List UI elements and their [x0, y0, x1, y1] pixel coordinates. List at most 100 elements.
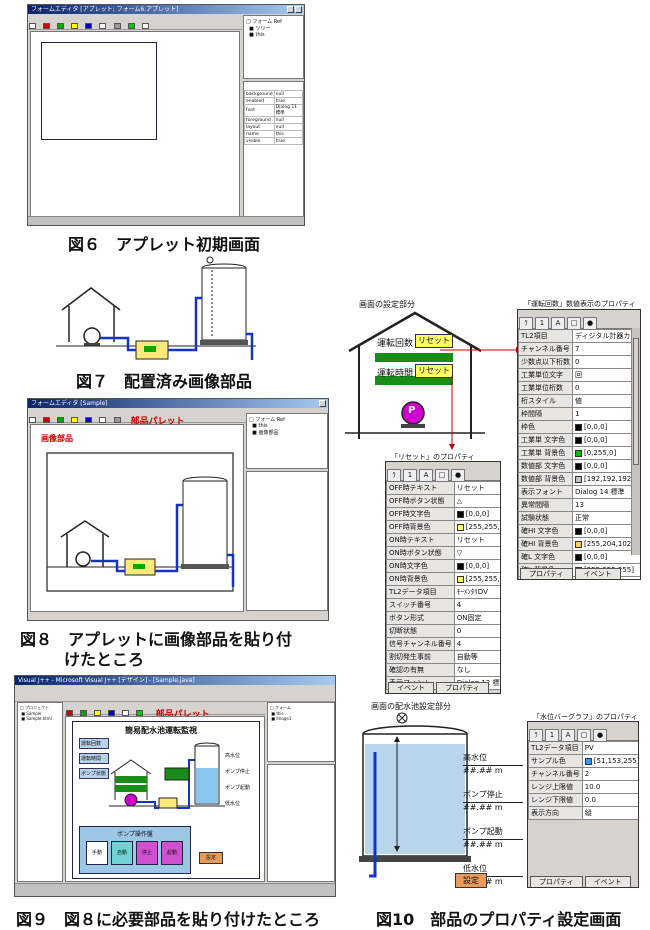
fig9-palette-icon[interactable] — [136, 709, 144, 716]
alpha-icon[interactable]: A — [419, 469, 433, 482]
property-icon[interactable]: □ — [567, 317, 581, 330]
fig6-palette-icon[interactable] — [99, 22, 107, 29]
fig9-palette-icon[interactable] — [94, 709, 102, 716]
fig8-design-canvas[interactable]: 画像部品 — [30, 424, 244, 612]
fig8-close-button[interactable] — [319, 400, 326, 407]
property-value[interactable]: 0.0 — [581, 793, 638, 807]
fig8-palette-icon[interactable] — [99, 416, 107, 423]
fig6-applet-area[interactable] — [41, 42, 157, 140]
fig9-palette-icon[interactable] — [108, 709, 116, 716]
property-value[interactable]: △ — [453, 494, 500, 508]
property-value[interactable]: null — [273, 123, 303, 131]
property-tab[interactable]: イベント — [574, 568, 621, 579]
fig9-pump-button[interactable]: 起動 — [161, 841, 183, 865]
fig8-select-tool-icon[interactable] — [29, 416, 36, 423]
property-tab[interactable]: プロパティ — [520, 568, 573, 579]
property-value[interactable]: リセット — [453, 481, 500, 495]
fig10-setting-button[interactable]: 設定 — [455, 873, 487, 888]
event-icon[interactable]: ● — [593, 729, 607, 742]
property-icon[interactable]: □ — [435, 469, 449, 482]
property-value[interactable]: [192,192,192] — [571, 472, 640, 486]
property-value[interactable]: 1 — [571, 407, 640, 421]
property-value[interactable]: [0,0,0] — [571, 524, 640, 538]
sort-icon[interactable]: ﾗ — [519, 317, 533, 330]
property-tab[interactable]: プロパティ — [436, 682, 489, 693]
fig9-pump-button[interactable]: 停止 — [136, 841, 158, 865]
property-row[interactable]: OFF時テキストリセット — [386, 481, 500, 495]
property-value[interactable]: [255,255,102] — [453, 572, 500, 586]
property-value[interactable]: null — [273, 116, 303, 124]
fig6-palette-icon[interactable] — [141, 22, 149, 29]
property-row[interactable]: 数値部 文字色[0,0,0] — [518, 459, 640, 473]
property-value[interactable]: ▽ — [453, 546, 500, 560]
property-row[interactable]: 工業単位文字回 — [518, 368, 640, 382]
category-icon[interactable]: 1 — [545, 729, 559, 742]
property-row[interactable]: 割切発生事前自動等 — [386, 650, 500, 664]
property-row[interactable]: サンプル色[51,153,255] — [528, 754, 638, 768]
fig8-component-tree[interactable]: □ フォーム Ref ■ this ■ 画像部品 — [246, 413, 328, 469]
property-tab[interactable]: プロパティ — [530, 876, 583, 887]
fig8-palette-icon[interactable] — [113, 416, 121, 423]
property-value[interactable]: 4 — [453, 598, 500, 612]
property-value[interactable]: 7 — [571, 342, 640, 356]
property-value[interactable]: PV — [581, 741, 638, 755]
category-icon[interactable]: 1 — [403, 469, 417, 482]
property-value[interactable]: 10.0 — [581, 780, 638, 794]
property-value[interactable]: なし — [453, 663, 500, 677]
property-value[interactable]: ON固定 — [453, 611, 500, 625]
property-row[interactable]: 桁スタイル値 — [518, 394, 640, 408]
property-row[interactable]: 確HI 背景色[255,204,102] — [518, 537, 640, 551]
fig6-design-canvas[interactable] — [30, 31, 240, 217]
property-row[interactable]: 工業単 文字色[0,0,0] — [518, 433, 640, 447]
fig9-palette-icon[interactable] — [66, 709, 73, 716]
property-row[interactable]: 枠色[0,0,0] — [518, 420, 640, 434]
property-value[interactable]: 2 — [581, 767, 638, 781]
fig10-run-count-prop-scrollbar[interactable] — [631, 328, 640, 555]
fig6-component-tree[interactable]: □ フォーム Ref ■ ツリー ■ this — [243, 15, 304, 79]
property-value[interactable]: Dialog 14 標準 — [571, 485, 640, 499]
fig8-palette-icon[interactable] — [57, 416, 65, 423]
property-value[interactable]: ﾓｰﾒﾝﾀﾘDV — [453, 585, 500, 599]
property-value[interactable]: null — [273, 90, 303, 98]
fig9-pump-button[interactable]: 手動 — [86, 841, 108, 865]
property-row[interactable]: 工業単 背景色[0,255,0] — [518, 446, 640, 460]
property-tab[interactable]: イベント — [584, 876, 631, 887]
fig10-reset-button[interactable]: リセット — [415, 334, 453, 348]
alpha-icon[interactable]: A — [561, 729, 575, 742]
fig8-palette-icon[interactable] — [85, 416, 93, 423]
fig6-palette-icon[interactable] — [43, 22, 51, 29]
sort-icon[interactable]: ﾗ — [529, 729, 543, 742]
fig9-pump-button[interactable]: 自動 — [111, 841, 133, 865]
property-value[interactable]: 自動等 — [453, 650, 500, 664]
alpha-icon[interactable]: A — [551, 317, 565, 330]
fig8-palette-icon[interactable] — [71, 416, 79, 423]
property-value[interactable]: 4 — [453, 637, 500, 651]
property-row[interactable]: 確認の有無なし — [386, 663, 500, 677]
fig6-maximize-button[interactable] — [287, 6, 294, 13]
property-value[interactable]: this — [273, 130, 303, 138]
fig6-palette-icon[interactable] — [71, 22, 79, 29]
property-row[interactable]: OFF時文字色[0,0,0] — [386, 507, 500, 521]
property-row[interactable]: 数値部 背景色[192,192,192] — [518, 472, 640, 486]
property-row[interactable]: TL2データ項目ﾓｰﾒﾝﾀﾘDV — [386, 585, 500, 599]
property-value[interactable]: 値 — [571, 394, 640, 408]
sort-icon[interactable]: ﾗ — [387, 469, 401, 482]
property-value[interactable]: true — [273, 97, 303, 105]
fig9-setting-button[interactable]: 設定 — [199, 852, 223, 864]
event-icon[interactable]: ● — [451, 469, 465, 482]
